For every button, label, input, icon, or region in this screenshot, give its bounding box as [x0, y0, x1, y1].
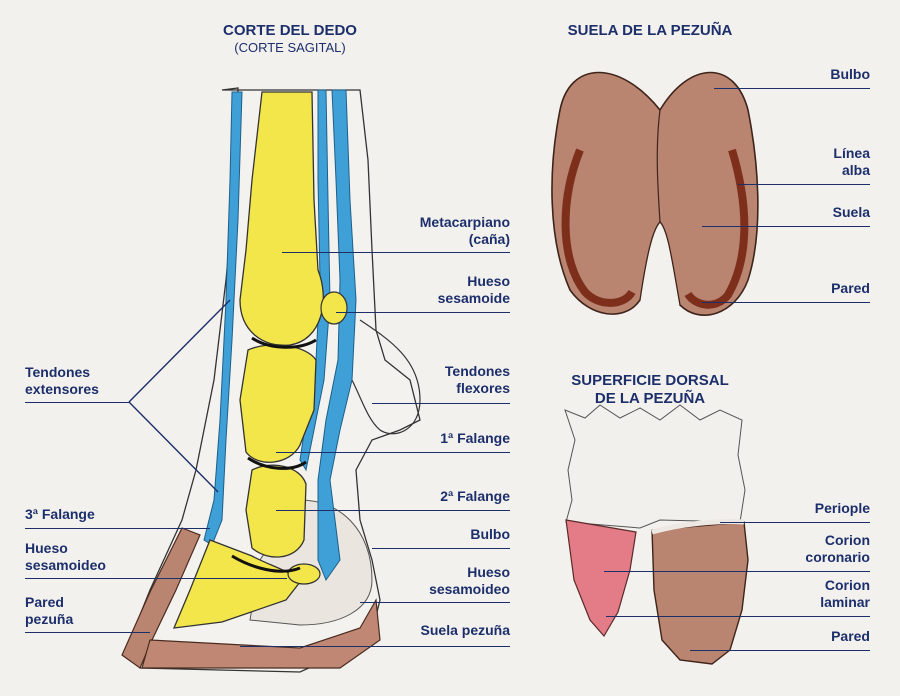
- label-third-phalanx: 3ª Falange: [25, 506, 95, 522]
- leader-sole-wall: [702, 302, 870, 303]
- sagittal-section-drawing: [121, 87, 421, 673]
- metacarpal-bone: [239, 91, 324, 346]
- white-line-right: [684, 148, 749, 309]
- leader-navicular: [25, 578, 287, 579]
- leader-flexor-tendons: [372, 403, 510, 404]
- hoof-dorsal-drawing: [564, 404, 749, 665]
- leader-dorsal-wall: [690, 650, 870, 651]
- leader-coronary-corium: [604, 571, 870, 572]
- leader-metacarpal: [282, 252, 510, 253]
- leader-distal-sesamoid: [360, 602, 510, 603]
- hoof-sole: [141, 598, 381, 669]
- leader-second-phalanx: [276, 510, 510, 511]
- leader-white-line: [738, 184, 870, 185]
- leader-first-phalanx: [276, 452, 510, 453]
- label-second-phalanx: 2ª Falange: [440, 488, 510, 504]
- label-sole-wall: Pared: [831, 280, 870, 296]
- joint-line-coffin: [231, 554, 301, 573]
- second-phalanx: [245, 464, 307, 558]
- section-title: CORTE DEL DEDO: [223, 22, 357, 39]
- dorsal-title-line2: DE LA PEZUÑA: [594, 390, 706, 407]
- label-dorsal-wall: Pared: [831, 628, 870, 644]
- label-sole: Suela: [832, 204, 870, 220]
- leader-periople: [720, 522, 870, 523]
- leader-extensor-tendons: [25, 402, 129, 403]
- label-metacarpal: Metacarpiano(caña): [419, 214, 510, 247]
- leader-sole: [702, 226, 870, 227]
- leader-bulb-section: [372, 548, 510, 549]
- fetlock-back: [351, 319, 421, 435]
- label-first-phalanx: 1ª Falange: [440, 430, 510, 446]
- label-sole-bulb: Bulbo: [830, 66, 870, 82]
- joint-line-fetlock: [251, 336, 317, 349]
- section-subtitle: (CORTE SAGITAL): [234, 40, 346, 55]
- periople-band: [651, 519, 745, 535]
- proximal-sesamoid: [320, 291, 348, 325]
- hoof-sole-drawing: [551, 71, 759, 316]
- sole-title: SUELA DE LA PEZUÑA: [567, 22, 733, 39]
- label-hoof-sole: Suela pezuña: [420, 622, 510, 638]
- leader-sesamoid-bone: [336, 312, 510, 313]
- leader-hoof-sole: [240, 646, 510, 647]
- leader-sole-bulb: [714, 88, 870, 89]
- joint-line-pastern: [247, 456, 307, 470]
- hair-coat: [564, 404, 746, 529]
- label-bulb-section: Bulbo: [470, 526, 510, 542]
- white-line-left: [561, 148, 636, 307]
- left-claw-coronary: [565, 519, 637, 638]
- leader-laminar-corium: [606, 616, 870, 617]
- leader-third-phalanx: [25, 528, 210, 529]
- central-groove: [656, 109, 661, 223]
- label-periople: Periople: [814, 500, 870, 516]
- dorsal-title-line1: SUPERFICIE DORSAL: [571, 372, 729, 389]
- first-phalanx: [239, 344, 317, 463]
- distal-sesamoid: [287, 563, 321, 585]
- leader-hoof-wall: [25, 632, 150, 633]
- right-claw-wall: [651, 521, 749, 665]
